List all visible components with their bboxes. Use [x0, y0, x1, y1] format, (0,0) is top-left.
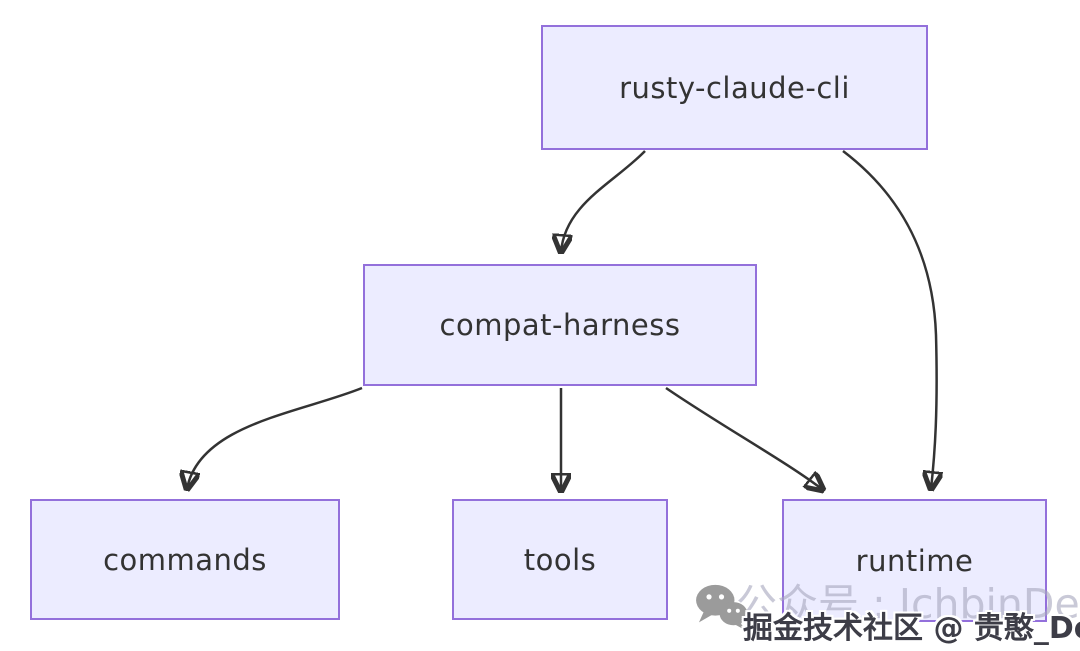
node-commands: commands: [30, 499, 340, 620]
edge-compat-to-runtime: [665, 386, 823, 490]
edge-compat-to-commands: [187, 386, 363, 489]
edge-rusty-to-compat: [561, 150, 646, 252]
node-rusty-claude-cli: rusty-claude-cli: [541, 25, 928, 150]
node-tools: tools: [452, 499, 668, 620]
node-runtime: runtime: [782, 499, 1047, 622]
node-label: tools: [523, 542, 597, 577]
node-label: rusty-claude-cli: [619, 70, 850, 105]
watermark-overlay-text: 掘金技术社区 @ 贵憨_Derek: [743, 611, 1080, 646]
node-compat-harness: compat-harness: [363, 264, 757, 386]
edge-rusty-to-runtime: [842, 150, 937, 489]
node-label: commands: [103, 542, 267, 577]
node-label: compat-harness: [439, 308, 681, 342]
wechat-icon: [693, 582, 751, 630]
watermark-faded-text: 公众号 : IchbinDerek: [736, 580, 1080, 628]
node-label: runtime: [855, 543, 974, 578]
